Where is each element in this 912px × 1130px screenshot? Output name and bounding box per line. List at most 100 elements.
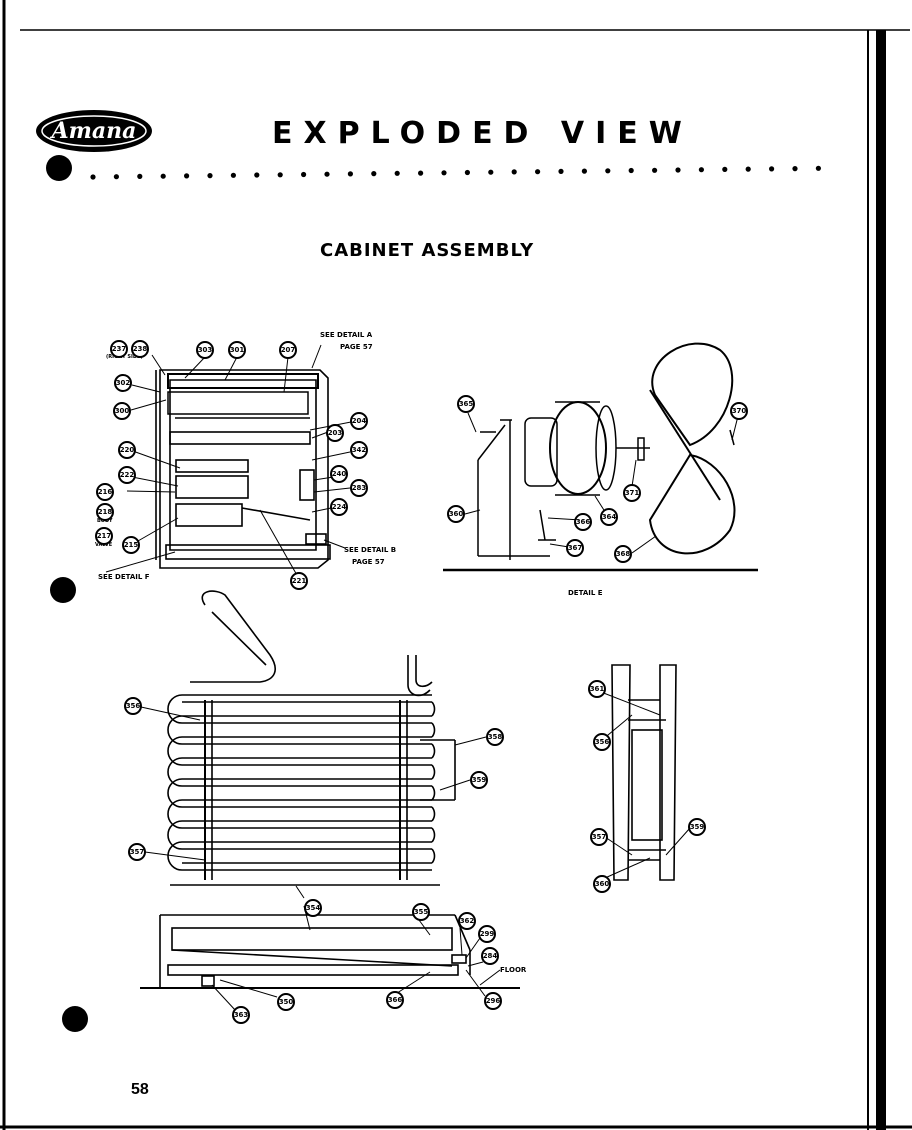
- callout-220: 220: [118, 441, 136, 459]
- coil-bend-left: [167, 757, 183, 787]
- rule-dot: [347, 171, 353, 177]
- callout-360-side: 360: [593, 875, 611, 893]
- callout-362: 362: [458, 912, 476, 930]
- callout-368: 368: [614, 545, 632, 563]
- binder-hole-bottom: [62, 1006, 88, 1032]
- page-title: EXPLODED VIEW: [272, 116, 693, 151]
- note-body: BODY: [97, 518, 113, 524]
- note-floor: FLOOR: [500, 966, 527, 974]
- callout-222: 222: [118, 466, 136, 484]
- callout-359-side: 359: [688, 818, 706, 836]
- callout-367: 367: [566, 539, 584, 557]
- callout-207: 207: [279, 341, 297, 359]
- rule-dot: [722, 166, 728, 172]
- coil-bend-left: [167, 694, 183, 724]
- binder-hole-top: [46, 155, 72, 181]
- coil-tube: [182, 715, 432, 724]
- callout-283: 283: [350, 479, 368, 497]
- coil-bend-right: [431, 806, 436, 822]
- rule-dot: [815, 165, 822, 171]
- callout-355: 355: [412, 903, 430, 921]
- callout-363: 363: [232, 1006, 250, 1024]
- coil-tube: [182, 736, 432, 745]
- callout-350: 350: [277, 993, 295, 1011]
- note-right-side: (RIGHT SIDE): [106, 354, 143, 360]
- coil-bend-right: [431, 827, 436, 843]
- note-page-57-b: PAGE 57: [352, 558, 385, 566]
- coil-bend-left: [167, 841, 183, 871]
- callout-237: 237: [110, 340, 128, 358]
- callout-342: 342: [350, 441, 368, 459]
- callout-217: 217: [95, 527, 113, 545]
- note-page-57-a: PAGE 57: [340, 343, 373, 351]
- coil-tube: [182, 820, 432, 829]
- callout-365: 365: [457, 395, 475, 413]
- rule-dot: [745, 166, 751, 172]
- callout-218: 218: [96, 503, 114, 521]
- note-valve: VALVE: [95, 542, 113, 548]
- coil-bend-right: [431, 764, 436, 780]
- callout-300: 300: [113, 402, 131, 420]
- coil-bend-right: [431, 722, 436, 738]
- coil-tube: [182, 694, 432, 703]
- rule-dot: [277, 172, 283, 178]
- callout-366: 366: [574, 513, 592, 531]
- rule-dot: [230, 172, 236, 178]
- condenser-coil-drawing: [167, 590, 456, 886]
- rule-dot: [371, 171, 377, 177]
- callout-357: 357: [128, 843, 146, 861]
- callout-360-detail-e: 360: [447, 505, 465, 523]
- callout-204: 204: [350, 412, 368, 430]
- rule-dot: [628, 167, 634, 174]
- coil-bend-left: [167, 820, 183, 850]
- rule-dot: [464, 169, 470, 176]
- note-see-detail-a: SEE DETAIL A: [320, 331, 373, 339]
- rule-dot: [113, 174, 119, 180]
- rule-dot: [90, 174, 96, 180]
- coil-tube: [182, 841, 432, 850]
- page-number: 58: [131, 1081, 149, 1098]
- callout-216: 216: [96, 483, 114, 501]
- coil-tube: [182, 757, 432, 766]
- rule-dot: [675, 167, 681, 173]
- coil-bend-right: [431, 848, 436, 864]
- callout-371: 371: [623, 484, 641, 502]
- amana-logo: Amana: [36, 110, 152, 152]
- cabinet-drawing: [155, 369, 331, 569]
- callout-301: 301: [228, 341, 246, 359]
- callout-370: 370: [730, 402, 748, 420]
- rule-dot: [441, 170, 447, 176]
- svg-text:Amana: Amana: [50, 118, 137, 144]
- note-see-detail-b: SEE DETAIL B: [344, 546, 397, 554]
- callout-361: 361: [588, 680, 606, 698]
- coil-bend-left: [167, 736, 183, 766]
- callout-284: 284: [481, 947, 499, 965]
- section-subtitle: CABINET ASSEMBLY: [320, 240, 535, 261]
- rule-dot: [558, 168, 564, 174]
- coil-tube: [182, 799, 432, 808]
- rule-dot: [511, 169, 517, 175]
- binder-hole-middle: [50, 577, 76, 603]
- callout-215: 215: [122, 536, 140, 554]
- callout-302: 302: [114, 374, 132, 392]
- rule-dot: [207, 173, 213, 179]
- rule-dot: [324, 171, 330, 177]
- callout-356-side: 356: [593, 733, 611, 751]
- callout-356: 356: [124, 697, 142, 715]
- rule-dot: [254, 172, 260, 178]
- callout-238: 238: [131, 340, 149, 358]
- side-view-drawing: [611, 664, 677, 881]
- callout-354: 354: [304, 899, 322, 917]
- coil-bend-right: [431, 743, 436, 759]
- rule-dot: [535, 169, 541, 175]
- callout-224: 224: [330, 498, 348, 516]
- rule-dot: [698, 167, 705, 173]
- rule-dot: [160, 173, 166, 179]
- coil-bend-left: [167, 799, 183, 829]
- rule-dot: [184, 173, 190, 179]
- fan-motor-drawing: [443, 342, 758, 572]
- coil-tube: [182, 862, 432, 871]
- callout-203: 203: [326, 424, 344, 442]
